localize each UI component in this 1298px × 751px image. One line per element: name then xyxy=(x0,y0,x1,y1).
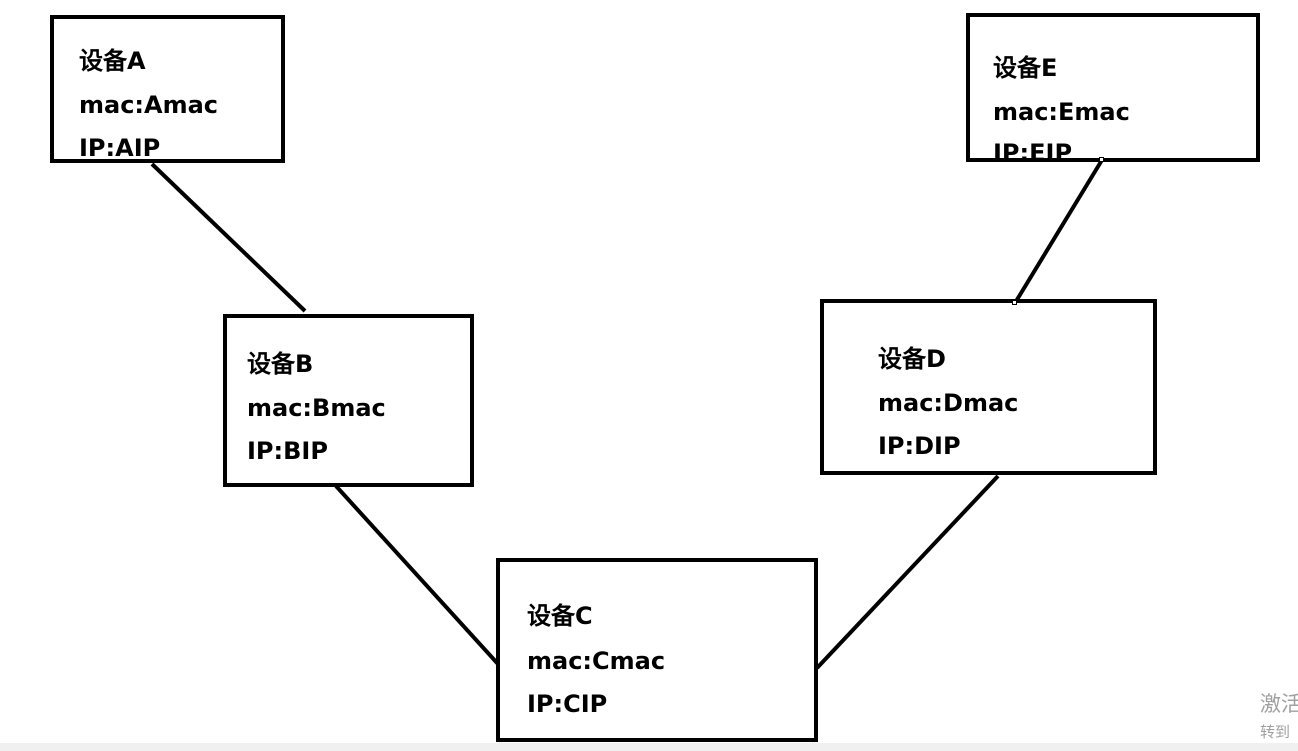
device-name: 设备A xyxy=(79,47,146,75)
device-ip: IP:BIP xyxy=(247,437,328,465)
activation-watermark-line1: 激活 xyxy=(1260,692,1298,716)
device-mac: mac:Bmac xyxy=(247,394,386,422)
device-b-box[interactable]: 设备B mac:Bmac IP:BIP xyxy=(223,314,474,487)
connection-a-b xyxy=(150,162,307,313)
device-e-box[interactable]: 设备E mac:Emac IP:EIP xyxy=(966,13,1260,162)
device-ip: IP:DIP xyxy=(878,432,961,460)
line-endpoint-handle[interactable] xyxy=(1099,157,1104,162)
device-mac: mac:Emac xyxy=(993,98,1130,126)
device-ip: IP:CIP xyxy=(527,690,608,718)
device-a-box[interactable]: 设备A mac:Amac IP:AIP xyxy=(50,15,285,163)
device-name: 设备C xyxy=(527,602,593,630)
device-mac: mac:Amac xyxy=(79,91,219,119)
device-name: 设备D xyxy=(878,345,946,373)
device-mac: mac:Cmac xyxy=(527,647,666,675)
line-endpoint-handle[interactable] xyxy=(1012,300,1017,305)
device-d-box[interactable]: 设备D mac:Dmac IP:DIP xyxy=(820,299,1157,475)
connection-b-c xyxy=(334,484,500,666)
device-mac: mac:Dmac xyxy=(878,389,1019,417)
bottom-scroll-bar xyxy=(0,743,1298,751)
device-ip: IP:AIP xyxy=(79,134,161,162)
connection-d-e xyxy=(1013,158,1104,305)
device-name: 设备E xyxy=(993,54,1058,82)
activation-watermark-line2: 转到 xyxy=(1260,723,1291,741)
connection-c-d xyxy=(815,474,1000,670)
device-ip: IP:EIP xyxy=(993,139,1073,162)
device-c-box[interactable]: 设备C mac:Cmac IP:CIP xyxy=(496,558,818,742)
device-name: 设备B xyxy=(247,350,314,378)
